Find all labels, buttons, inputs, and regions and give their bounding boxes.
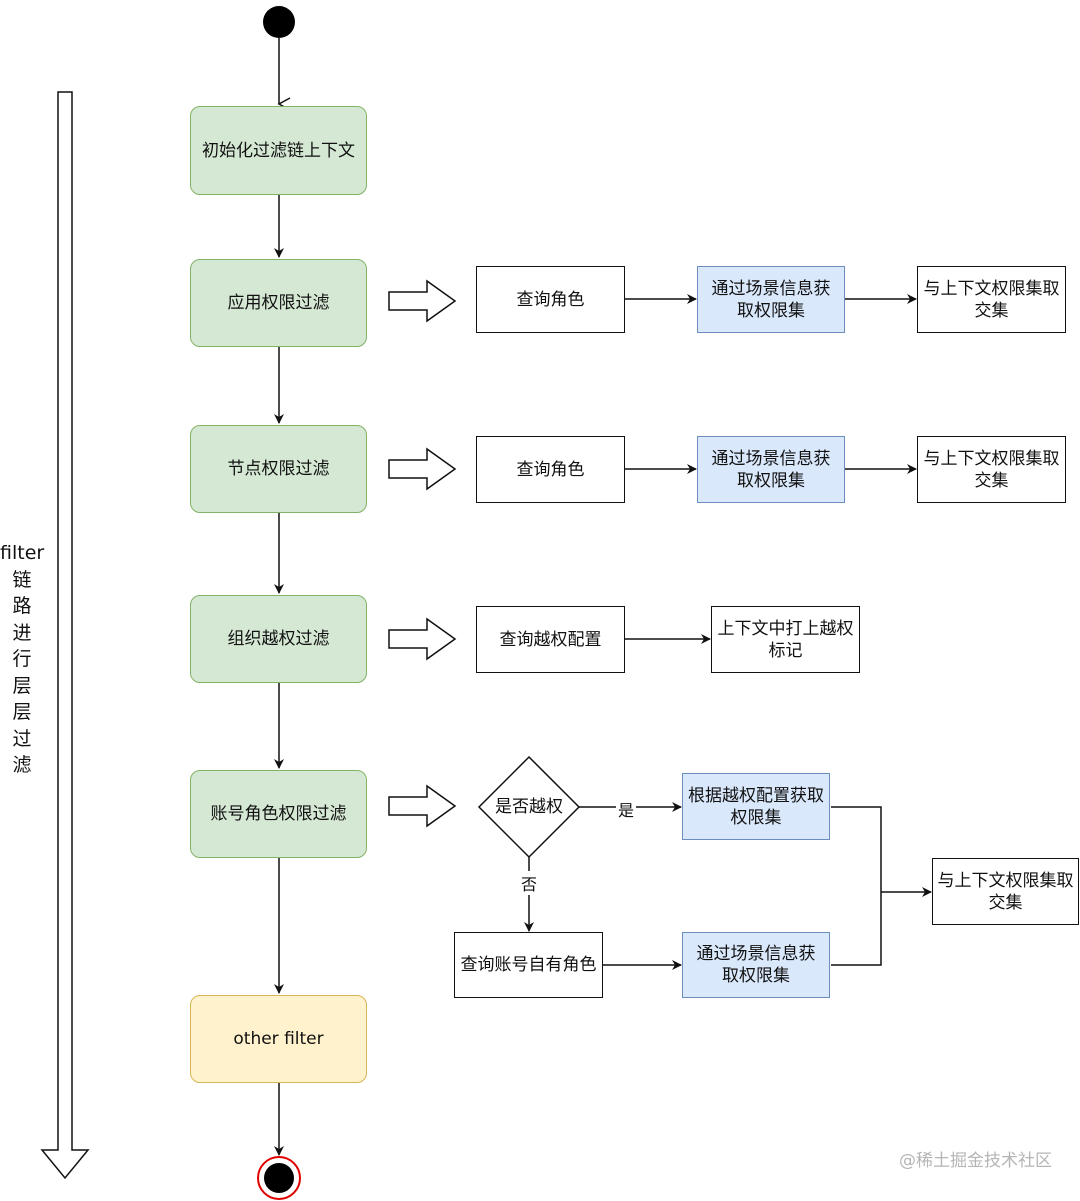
edge-label-no: 否 <box>519 871 540 895</box>
edge-scene-merge <box>831 892 882 966</box>
node-scene-permission: 通过场景信息获取权限集 <box>697 436 845 503</box>
watermark: @稀土掘金技术社区 <box>899 1151 1052 1171</box>
app-scene-permission: 通过场景信息获取权限集 <box>697 266 845 333</box>
pipeline-side-label: filter 链 路 进 行 层 层 过 滤 <box>0 542 45 776</box>
filter-account-role: 账号角色权限过滤 <box>190 770 367 858</box>
account-intersect: 与上下文权限集取交集 <box>932 858 1079 925</box>
end-node-core <box>264 1163 294 1193</box>
org-mark-override: 上下文中打上越权标记 <box>711 606 860 673</box>
pipeline-direction-arrow <box>40 91 90 1180</box>
account-scene-permission: 通过场景信息获取权限集 <box>682 932 830 998</box>
expand-arrow-app <box>388 279 457 323</box>
app-intersect: 与上下文权限集取交集 <box>917 266 1066 333</box>
expand-arrow-account <box>388 784 457 828</box>
edge-label-yes: 是 <box>616 797 637 821</box>
account-own-role: 查询账号自有角色 <box>454 932 603 998</box>
filter-node-permission: 节点权限过滤 <box>190 425 367 513</box>
decision-label: 是否越权 <box>495 797 563 817</box>
expand-arrow-org <box>388 617 457 661</box>
filter-app-permission: 应用权限过滤 <box>190 259 367 347</box>
node-intersect: 与上下文权限集取交集 <box>917 436 1066 503</box>
filter-init: 初始化过滤链上下文 <box>190 106 367 195</box>
edge-config-merge <box>831 806 882 892</box>
app-query-role: 查询角色 <box>476 266 625 333</box>
start-node <box>263 6 295 38</box>
org-query-config: 查询越权配置 <box>476 606 625 673</box>
filter-other: other filter <box>190 995 367 1083</box>
filter-org-override: 组织越权过滤 <box>190 595 367 683</box>
config-permission: 根据越权配置获取权限集 <box>682 773 830 840</box>
node-query-role: 查询角色 <box>476 436 625 503</box>
expand-arrow-node <box>388 447 457 491</box>
